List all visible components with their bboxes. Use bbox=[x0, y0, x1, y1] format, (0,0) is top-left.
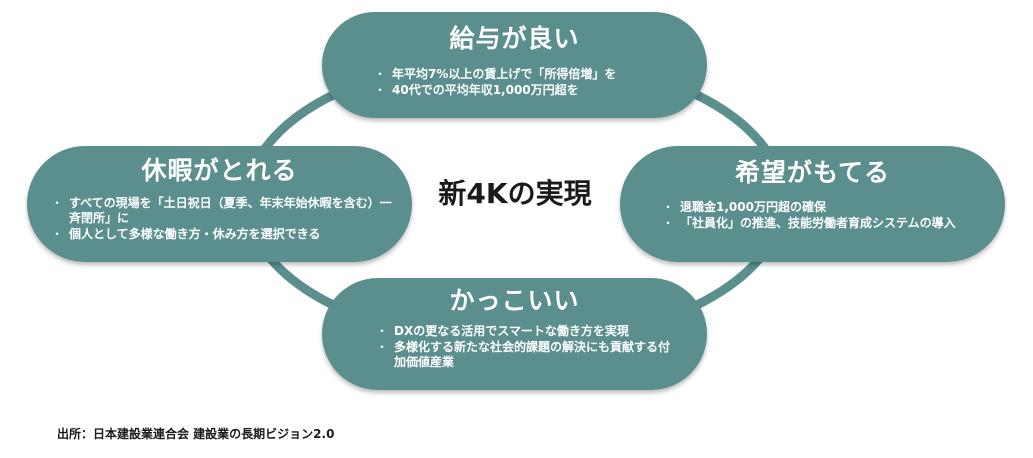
bullet-item: ・年平均7%以上の賃上げで「所得倍増」を bbox=[370, 67, 707, 82]
bullet-marker: ・ bbox=[51, 196, 64, 210]
bullet-marker: ・ bbox=[662, 200, 675, 214]
bullet-text: 退職金1,000万円超の確保 bbox=[680, 200, 826, 214]
center-title: 新4Kの実現 bbox=[438, 177, 592, 210]
bullet-text: すべての現場を「土日祝日（夏季、年末年始休暇を含む）一斉閉所」に bbox=[69, 196, 392, 225]
pill-cool: かっこいい ・ DXの更なる活用でスマートな働き方を実現 ・多様化する新たな社会的… bbox=[322, 278, 707, 390]
pill-cool-bullets: ・ DXの更なる活用でスマートな働き方を実現 ・多様化する新たな社会的課題の解決に… bbox=[372, 324, 672, 370]
bullet-text: 多様化する新たな社会的課題の解決にも貢献する付加価値産業 bbox=[394, 340, 671, 369]
bullet-text: DXの更なる活用でスマートな働き方を実現 bbox=[394, 324, 629, 338]
pill-salary: 給与が良い ・年平均7%以上の賃上げで「所得倍増」を ・ 40代での平均年収1,0… bbox=[322, 12, 707, 118]
pill-hope: 希望がもてる ・退職金1,000万円超の確保 ・「社員化」の推進、技能労働者育成… bbox=[620, 146, 1005, 262]
pill-holiday: 休暇がとれる ・すべての現場を「土日祝日（夏季、年末年始休暇を含む）一斉閉所」に… bbox=[27, 146, 412, 262]
bullet-marker: ・ bbox=[376, 340, 389, 354]
bullet-text: 年平均7%以上の賃上げで「所得倍増」を bbox=[392, 67, 617, 81]
bullet-marker: ・ bbox=[374, 83, 387, 97]
bullet-item: ・多様化する新たな社会的課題の解決にも貢献する付加価値産業 bbox=[372, 340, 672, 370]
bullet-item: ・「社員化」の推進、技能労働者育成システムの導入 bbox=[658, 216, 978, 231]
bullet-marker: ・ bbox=[374, 67, 387, 81]
pill-hope-bullets: ・退職金1,000万円超の確保 ・「社員化」の推進、技能労働者育成システムの導入 bbox=[658, 200, 978, 231]
pill-cool-title: かっこいい bbox=[449, 286, 580, 315]
bullet-item: ・ 40代での平均年収1,000万円超を bbox=[370, 83, 707, 98]
pill-holiday-bullets: ・すべての現場を「土日祝日（夏季、年末年始休暇を含む）一斉閉所」に ・個人として… bbox=[47, 196, 392, 242]
bullet-item: ・個人として多様な働き方・休み方を選択できる bbox=[47, 227, 392, 242]
bullet-item: ・退職金1,000万円超の確保 bbox=[658, 200, 978, 215]
bullet-marker: ・ bbox=[376, 324, 389, 338]
bullet-text: 個人として多様な働き方・休み方を選択できる bbox=[69, 227, 321, 241]
pill-holiday-title: 休暇がとれる bbox=[141, 156, 298, 185]
bullet-text: 「社員化」の推進、技能労働者育成システムの導入 bbox=[680, 216, 956, 230]
bullet-item: ・すべての現場を「土日祝日（夏季、年末年始休暇を含む）一斉閉所」に bbox=[47, 196, 392, 226]
bullet-text: 40代での平均年収1,000万円超を bbox=[392, 83, 579, 97]
pill-hope-title: 希望がもてる bbox=[734, 158, 890, 187]
bullet-marker: ・ bbox=[51, 227, 64, 241]
bullet-item: ・ DXの更なる活用でスマートな働き方を実現 bbox=[372, 324, 672, 339]
source-note: 出所：日本建設業連合会 建設業の長期ビジョン2.0 bbox=[57, 427, 335, 441]
bullet-marker: ・ bbox=[662, 216, 675, 230]
pill-salary-title: 給与が良い bbox=[449, 24, 580, 53]
pill-salary-bullets: ・年平均7%以上の賃上げで「所得倍増」を ・ 40代での平均年収1,000万円超を bbox=[370, 67, 707, 98]
